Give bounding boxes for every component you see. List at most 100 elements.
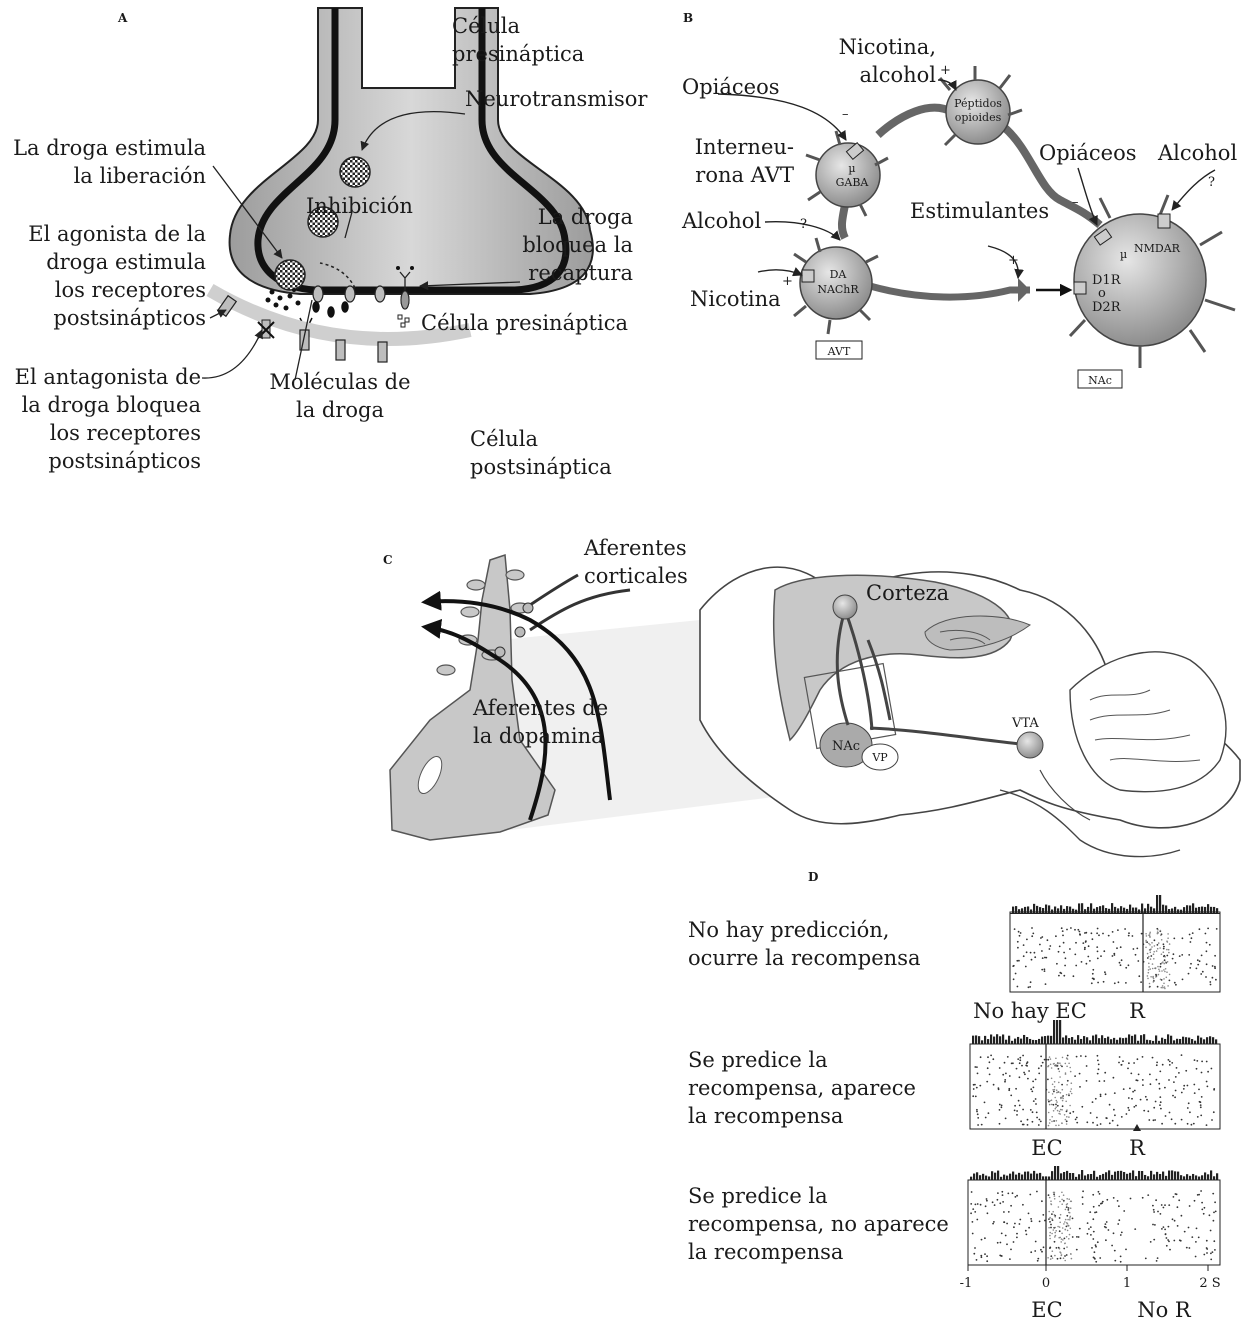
- tick-label: -1: [960, 1276, 973, 1291]
- spike-dot: [1088, 1228, 1090, 1230]
- histogram-bar: [1017, 1037, 1019, 1044]
- spike-dot: [1048, 1227, 1050, 1229]
- spike-dot: [1053, 1104, 1055, 1106]
- spike-dot: [1007, 1056, 1009, 1058]
- spike-dot: [1159, 1104, 1161, 1106]
- spike-dot: [1084, 948, 1086, 950]
- spike-dot: [1206, 1252, 1208, 1254]
- spike-dot: [1175, 984, 1177, 986]
- spike-dot: [1031, 1091, 1033, 1093]
- spike-dot: [1013, 965, 1015, 967]
- spike-dot: [1020, 932, 1022, 934]
- spike-dot: [1113, 1109, 1115, 1111]
- spike-dot: [1135, 1105, 1137, 1107]
- row3-description-line1: Se predice la: [688, 1184, 828, 1208]
- spike-dot: [1156, 1079, 1158, 1081]
- spike-dot: [1161, 939, 1163, 941]
- spike-dot: [1004, 1079, 1006, 1081]
- spike-dot: [1019, 1076, 1021, 1078]
- spike-dot: [999, 1104, 1001, 1106]
- spike-dot: [1153, 1119, 1155, 1121]
- spike-dot: [1215, 1211, 1217, 1213]
- spike-dot: [1190, 941, 1192, 943]
- spike-dot: [1199, 960, 1201, 962]
- label-vp: VP: [871, 751, 888, 764]
- spike-dot: [1049, 1197, 1051, 1199]
- spike-dot: [1041, 950, 1043, 952]
- spike-dot: [1030, 952, 1032, 954]
- spike-dot: [1038, 1067, 1040, 1069]
- spike-dot: [1103, 981, 1105, 983]
- spike-dot: [985, 1205, 987, 1207]
- spike-dot: [1189, 967, 1191, 969]
- spike-dot: [1166, 1245, 1168, 1247]
- spike-dot: [1054, 1097, 1056, 1099]
- spike-dot: [1162, 987, 1164, 989]
- label-interneuron-line2: rona AVT: [695, 163, 794, 187]
- label-presynaptic-cell-line2: presináptica: [452, 42, 584, 66]
- spike-dot: [999, 1109, 1001, 1111]
- row1-raster: [1012, 927, 1217, 989]
- spike-dot: [1150, 952, 1152, 954]
- label-avt-box: AVT: [827, 345, 851, 358]
- spike-dot: [1049, 945, 1051, 947]
- spike-dot: [1060, 1252, 1062, 1254]
- row1-histogram: [1012, 895, 1218, 913]
- spike-dot: [1153, 981, 1155, 983]
- label-gaba: GABA: [836, 176, 870, 189]
- row1-left-marker: No hay EC: [973, 999, 1087, 1023]
- spike-dot: [1175, 962, 1177, 964]
- spike-dot: [1018, 960, 1020, 962]
- spike-dot: [1002, 1074, 1004, 1076]
- spike-dot: [1060, 1109, 1062, 1111]
- cortical-afferent-2: [530, 575, 578, 605]
- spike-dot: [1024, 1073, 1026, 1075]
- spike-dot: [1056, 1120, 1058, 1122]
- spike-dot: [1130, 1073, 1132, 1075]
- spike-dot: [1213, 1212, 1215, 1214]
- histogram-bar: [1078, 1174, 1080, 1180]
- histogram-bar: [1135, 1176, 1137, 1180]
- spike-dot: [1198, 1089, 1200, 1091]
- spike-dot: [1207, 928, 1209, 930]
- spike-dot: [1150, 1241, 1152, 1243]
- spike-dot: [1023, 1072, 1025, 1074]
- histogram-bar: [1045, 1176, 1047, 1180]
- spike-dot: [1004, 1062, 1006, 1064]
- spike-dot: [1013, 1226, 1015, 1228]
- panel-a-letter: A: [117, 11, 128, 25]
- spike-dot: [1157, 931, 1159, 933]
- spike-dot: [1172, 1095, 1174, 1097]
- spike-dot: [980, 1056, 982, 1058]
- spike-dot: [1194, 1059, 1196, 1061]
- spike-dot: [1091, 1247, 1093, 1249]
- histogram-bar: [1072, 1173, 1074, 1180]
- spike-dot: [1071, 1258, 1073, 1260]
- spike-dot: [1164, 986, 1166, 988]
- spike-dot: [1049, 1235, 1051, 1237]
- spike-dot: [1120, 946, 1122, 948]
- spike-dot: [1214, 967, 1216, 969]
- histogram-bar: [1185, 1037, 1187, 1044]
- spike-dot: [1149, 949, 1151, 951]
- histogram-bar: [1012, 1172, 1014, 1180]
- spike-dot: [1109, 1104, 1111, 1106]
- spike-dot: [980, 1204, 982, 1206]
- spike-dot: [1193, 1084, 1195, 1086]
- spike-dot: [1044, 1220, 1046, 1222]
- label-d1r: D1R: [1092, 273, 1122, 288]
- spike-dot: [1163, 963, 1165, 965]
- spike-dot: [1001, 1105, 1003, 1107]
- spike-dot: [1049, 1122, 1051, 1124]
- spike-dot: [1082, 1203, 1084, 1205]
- spike-dot: [1168, 1204, 1170, 1206]
- spike-dot: [1066, 1094, 1068, 1096]
- spike-dot: [1058, 951, 1060, 953]
- histogram-bar: [1189, 1176, 1191, 1180]
- spike-dot: [1027, 1078, 1029, 1080]
- histogram-bar: [1048, 1176, 1050, 1180]
- spike-dot: [1079, 1228, 1081, 1230]
- spike-dot: [1067, 1230, 1069, 1232]
- spike-dot: [1075, 965, 1077, 967]
- spike-dot: [1142, 1079, 1144, 1081]
